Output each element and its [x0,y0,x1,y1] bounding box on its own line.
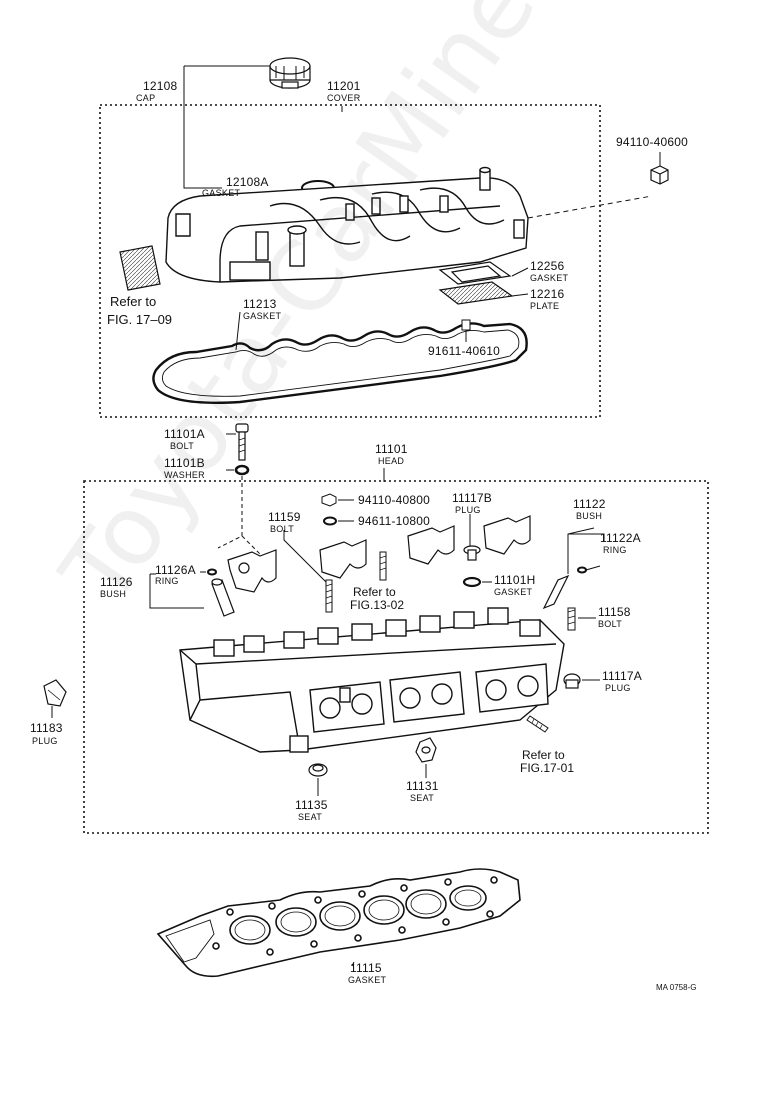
part-number-11201: 11201 [327,79,361,93]
ring-11122A-part [577,566,587,574]
part-name-12256: GASKET [530,273,569,283]
refer-fig13-02-line1: Refer to [353,585,396,599]
part-name-11201: COVER [327,93,361,103]
part-name-11101: HEAD [378,456,405,466]
leader-11122A [585,565,601,571]
leader-12256 [511,267,529,277]
part-number-91611-40610: 91611-40610 [428,344,501,358]
leader-11115 [351,961,355,967]
part-name-11126A: RING [155,576,179,586]
part-name-11101A: BOLT [170,441,195,451]
oil-cap-part [269,57,311,89]
part-number-12256: 12256 [530,259,565,273]
cover-bolt-part [461,319,471,342]
stud-fig13-part [379,551,387,581]
part-number-12216: 12216 [530,287,565,301]
part-name-11117A: PLUG [605,683,631,693]
cylinder-head-part [179,607,565,753]
part-number-12108A: 12108A [226,175,269,189]
breather-plate-part [119,245,161,291]
ring-11126A-part [207,568,217,576]
leader-11126 [149,571,206,609]
part-number-11101: 11101 [375,442,408,456]
bolt-dashed-line [217,476,273,567]
part-number-11101B: 11101B [164,456,205,470]
cam-caps-part [227,515,531,593]
part-number-11122: 11122 [573,497,606,511]
part-number-11117A: 11117A [602,669,642,683]
bush-11122-part [542,574,570,610]
part-number-11122A: 11122A [600,531,641,545]
cover-group-box [99,104,601,418]
head-group-box [83,480,709,834]
plug-11117B-part [463,545,481,561]
part-number-94110-40600: 94110-40600 [616,135,689,149]
refer-fig17-01-line2: FIG.17-01 [520,761,575,775]
part-number-11126A: 11126A [155,563,196,577]
plug-11117A-part [563,673,581,689]
bush-11126-part [211,578,235,617]
part-number-11183: 11183 [30,721,63,735]
refer-fig13-02-line2: FIG.13-02 [350,598,405,612]
head-gasket-part [156,868,521,978]
plate-12216-part [438,281,514,305]
stud-fig17-part [526,715,549,733]
part-number-11101H: 11101H [494,573,536,587]
part-number-11117B: 11117B [452,491,492,505]
part-number-11159: 11159 [268,510,301,524]
part-number-12108: 12108 [143,79,178,93]
part-name-11159: BOLT [270,524,295,534]
seat-11135-part [308,763,328,777]
part-name-11183: PLUG [32,736,58,746]
head-washer-part [234,464,250,476]
part-number-94611-10800: 94611-10800 [358,514,431,528]
cover-nut-part [650,165,669,185]
part-name-11101B: WASHER [164,470,205,480]
part-name-11126: BUSH [100,589,127,599]
part-name-12108A: GASKET [202,188,241,198]
part-name-11131: SEAT [410,793,435,803]
part-name-11213: GASKET [243,311,282,321]
part-name-11158: BOLT [598,619,623,629]
part-number-11101A: 11101A [164,427,205,441]
bolt-11158-part [567,607,576,631]
plug-11183-part [43,679,67,707]
part-number-94110-40800: 94110-40800 [358,493,431,507]
part-number-11158: 11158 [598,605,631,619]
head-bolt-part [235,423,249,461]
drawing-code: MA 0758-G [656,983,697,992]
part-name-11122: BUSH [576,511,603,521]
part-name-11135: SEAT [298,812,323,822]
part-number-11131: 11131 [406,779,439,793]
part-name-11122A: RING [603,545,627,555]
leader-11159 [283,530,327,583]
part-name-11117B: PLUG [455,505,481,515]
part-number-11115: 11115 [350,961,382,975]
leader-11122 [567,527,605,574]
part-name-11101H: GASKET [494,587,533,597]
cover-gasket-part [152,322,528,404]
part-name-12108: CAP [136,93,156,103]
small-washer-part [323,516,337,526]
part-number-11213: 11213 [243,297,277,311]
part-name-11115: GASKET [348,975,387,985]
valve-cover-part [165,166,529,283]
gasket-12256-part [438,261,512,285]
part-number-11135: 11135 [295,798,328,812]
refer-fig17-09-line1: Refer to [110,294,157,309]
refer-fig17-09-line2: FIG. 17–09 [107,312,173,327]
nut-dashed-line [527,195,653,219]
small-nut-part [321,493,337,507]
part-name-12216: PLATE [530,301,560,311]
stud-11159-part [325,579,333,613]
seat-11131-part [415,737,437,763]
gasket-11101H-part [462,576,482,588]
part-number-11126: 11126 [100,575,133,589]
refer-fig17-01-line1: Refer to [522,748,565,762]
leader-12108A [183,66,222,189]
leader-12216 [511,293,529,297]
leader-11213 [235,311,241,351]
